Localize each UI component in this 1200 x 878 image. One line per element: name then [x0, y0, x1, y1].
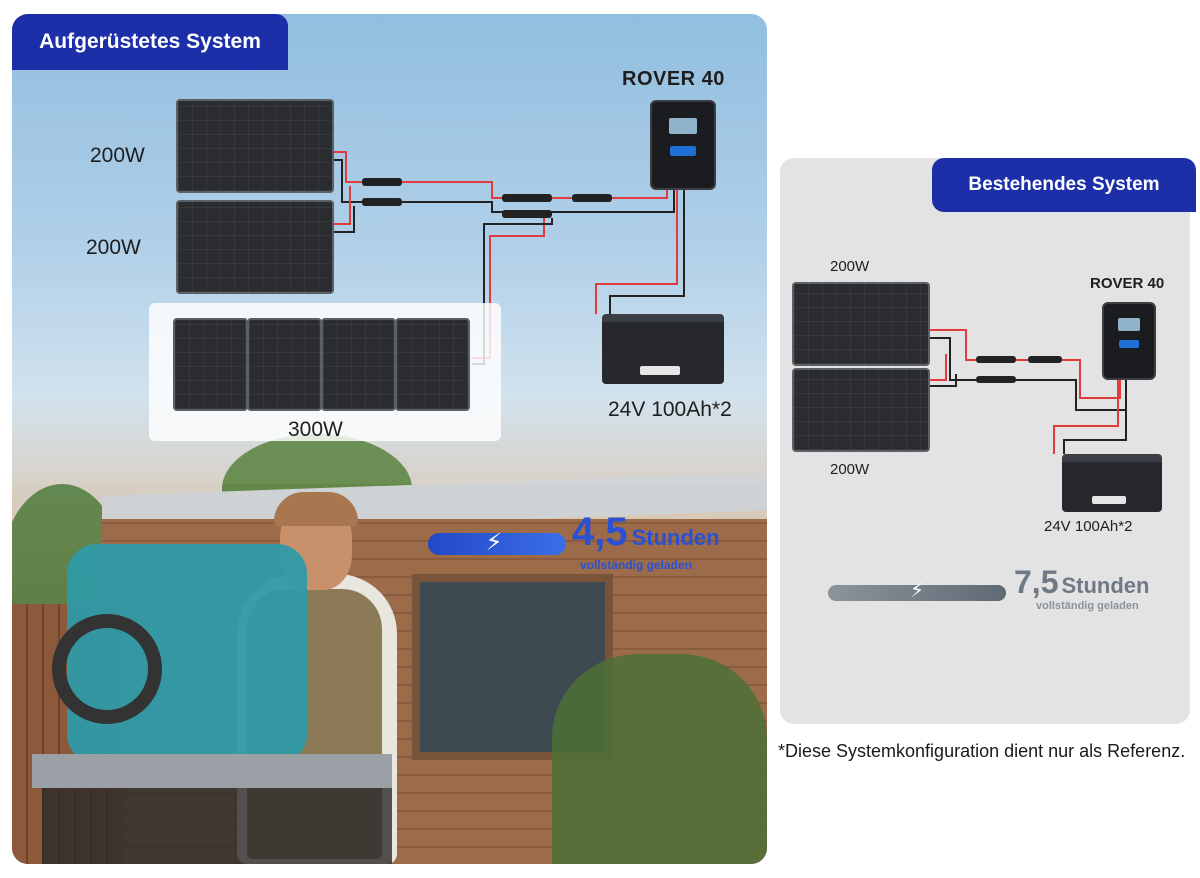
- existing-controller-indicator: [1119, 340, 1139, 348]
- solar-panel-200w-middle: [176, 200, 334, 294]
- wire-red-e2: [928, 354, 947, 381]
- existing-lightning-bolt-icon: ⚡: [909, 580, 925, 602]
- wire-red-e3: [1053, 378, 1119, 454]
- solar-panel-300w-segment-2: [247, 318, 322, 411]
- existing-charge-controller: [1102, 302, 1156, 380]
- connector-1: [362, 178, 402, 186]
- existing-charge-time-caption: vollständig geladen: [1036, 600, 1139, 612]
- connector-2: [362, 198, 402, 206]
- saw-table: [32, 754, 392, 788]
- connector-e3: [1028, 356, 1062, 363]
- lightning-bolt-icon: ⚡: [485, 529, 503, 556]
- wire-black-e2: [928, 374, 957, 387]
- solar-panel-300w-segment-1: [173, 318, 248, 411]
- panel-top-label: 200W: [90, 144, 145, 167]
- existing-wiring: [928, 329, 1127, 454]
- controller-screen: [669, 118, 697, 134]
- battery-label: 24V 100Ah*2: [608, 398, 732, 421]
- footnote: *Diese Systemkonfiguration dient nur als…: [778, 741, 1186, 761]
- existing-panel-top-label: 200W: [830, 258, 870, 275]
- upgraded-system-tab: Aufgerüstetes System: [12, 14, 288, 70]
- charge-time-caption: vollständig geladen: [580, 558, 693, 572]
- charge-progress-bar: [428, 533, 566, 555]
- existing-battery-label: 24V 100Ah*2: [1044, 518, 1133, 535]
- connector-4: [502, 210, 552, 218]
- panel-wide-label: 300W: [288, 418, 343, 441]
- solar-panel-300w-segment-3: [321, 318, 396, 411]
- existing-charge-progress-bar: [828, 585, 1006, 601]
- existing-battery: [1062, 454, 1162, 512]
- saw-blade-guard: [52, 614, 162, 724]
- charge-time-unit: Stunden: [631, 525, 720, 550]
- charge-controller: [650, 100, 716, 190]
- connector-e2: [976, 376, 1016, 383]
- battery: [602, 314, 724, 384]
- wire-black-panel1: [332, 159, 675, 213]
- wire-black-battery: [609, 190, 685, 314]
- wire-black-panel2: [332, 206, 355, 233]
- saw-stand: [42, 788, 392, 864]
- wire-red-battery: [595, 190, 678, 314]
- worker-cap: [274, 492, 358, 526]
- panel-middle-label: 200W: [86, 236, 141, 259]
- existing-system-tab: Bestehendes System: [932, 158, 1196, 212]
- charge-time-number: 4,5: [572, 510, 628, 554]
- existing-controller-screen: [1118, 318, 1140, 331]
- wire-red-panel1: [332, 151, 668, 199]
- wire-black-e1: [928, 337, 1127, 411]
- existing-solar-panel-bottom: [792, 368, 930, 452]
- controller-indicator: [670, 146, 696, 156]
- connector-e1: [976, 356, 1016, 363]
- solar-panel-300w-segment-4: [395, 318, 470, 411]
- plants: [552, 654, 767, 864]
- existing-battery-sticker: [1092, 496, 1126, 504]
- connector-3: [502, 194, 552, 202]
- existing-controller-label: ROVER 40: [1090, 275, 1165, 292]
- battery-sticker: [640, 366, 680, 375]
- wire-red-e1: [928, 329, 1121, 399]
- existing-system-card: Bestehendes System 200W 200W ROVER 40 24…: [780, 158, 1196, 724]
- existing-charge-time-number: 7,5: [1014, 564, 1059, 600]
- background-photo: [12, 14, 767, 864]
- wire-red-panel2: [332, 186, 351, 225]
- controller-label: ROVER 40: [622, 68, 725, 90]
- connector-5: [572, 194, 612, 202]
- existing-panel-bottom-label: 200W: [830, 461, 870, 478]
- existing-charge-time-unit: Stunden: [1061, 573, 1150, 598]
- wire-black-e3: [1063, 378, 1127, 454]
- solar-panel-200w-top: [176, 99, 334, 193]
- upgraded-system-card: Aufgerüstetes System 200W 200W 300W ROVE…: [12, 14, 767, 864]
- existing-solar-panel-top: [792, 282, 930, 366]
